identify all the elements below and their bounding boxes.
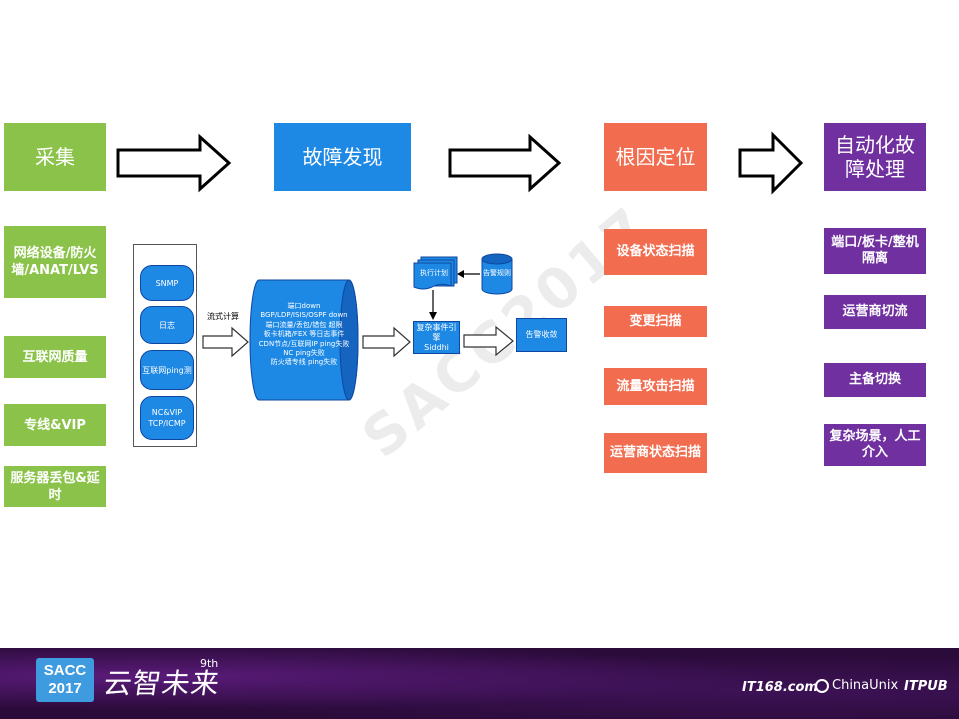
collect-item-network: 网络设备/防火墙/ANAT/LVS	[4, 226, 106, 298]
collect-item-server: 服务器丢包&延时	[4, 466, 106, 507]
converge-arrow-icon	[463, 325, 514, 357]
event-item: CDN节点/互联网IP ping失败	[258, 339, 350, 348]
event-cylinder	[249, 279, 359, 401]
arrow-collect-detect-icon	[116, 133, 232, 193]
event-item: 端口流量/丢包/错包 超限	[265, 320, 343, 329]
source-snmp: SNMP	[140, 265, 194, 301]
locate-item-attack: 流量攻击扫描	[604, 368, 707, 405]
stream-label: 流式计算	[207, 312, 239, 321]
arrow-detect-locate-icon	[448, 133, 562, 193]
stream-arrow-icon	[202, 326, 249, 358]
footer-banner	[0, 648, 959, 719]
collect-item-label: 互联网质量	[22, 349, 88, 365]
event-item: 板卡机箱/FEX 等日志事件	[263, 330, 345, 339]
source-log: 日志	[140, 306, 194, 344]
partner-chinaunix: ChinaUnix	[815, 678, 898, 693]
stage-collect-label: 采集	[35, 145, 75, 169]
collect-item-label: 专线&VIP	[24, 417, 86, 433]
arrow-locate-handle-icon	[738, 131, 804, 195]
stage-locate-label: 根因定位	[615, 145, 696, 169]
collect-item-label: 服务器丢包&延时	[10, 470, 100, 503]
event-item: BGP/LDP/ISIS/OSPF down	[260, 311, 348, 320]
connector-lines	[429, 270, 480, 320]
event-engine-label: 复杂事件引擎 Siddhi	[416, 322, 457, 352]
plan-docs-icon	[413, 256, 458, 290]
source-ping: 互联网ping测	[140, 350, 194, 390]
stage-locate: 根因定位	[604, 123, 707, 191]
plan-label: 执行计划	[420, 269, 448, 277]
stage-detect: 故障发现	[274, 123, 411, 191]
chinaunix-logo-icon	[815, 678, 829, 693]
sacc-logo: SACC 2017	[36, 658, 94, 702]
footer-edition: 9th	[200, 657, 219, 670]
alarm-converge-label: 告警收敛	[525, 330, 558, 339]
partner-it168: IT168.com	[742, 680, 818, 695]
event-item: 防火墙专线 ping失败	[270, 358, 338, 367]
locate-item-device: 设备状态扫描	[604, 229, 707, 275]
partner-itpub: ITPUB	[904, 679, 948, 694]
stage-handle: 自动化故 障处理	[824, 123, 926, 191]
alarm-converge: 告警收敛	[516, 318, 567, 352]
event-list: 端口down BGP/LDP/ISIS/OSPF down 端口流量/丢包/错包…	[258, 302, 350, 368]
locate-item-change: 变更扫描	[604, 306, 707, 337]
event-item: NC ping失败	[283, 349, 325, 358]
collect-item-line: 专线&VIP	[4, 404, 106, 446]
collect-item-label: 网络设备/防火墙/ANAT/LVS	[11, 246, 99, 278]
engine-arrow-icon	[362, 326, 411, 358]
handle-item-isolate: 端口/板卡/整机隔离	[824, 228, 926, 274]
handle-item-isp-switch: 运营商切流	[824, 295, 926, 329]
rules-db-icon	[481, 253, 513, 295]
event-engine: 复杂事件引擎 Siddhi	[413, 321, 460, 354]
collect-item-internet: 互联网质量	[4, 336, 106, 378]
stage-handle-label: 自动化故 障处理	[835, 133, 915, 181]
handle-item-manual: 复杂场景，人工介入	[824, 424, 926, 466]
handle-item-failover: 主备切换	[824, 363, 926, 397]
source-nc-vip: NC&VIP TCP/ICMP	[140, 396, 194, 440]
stage-collect: 采集	[4, 123, 106, 191]
locate-item-isp: 运营商状态扫描	[604, 433, 707, 473]
event-item: 端口down	[287, 302, 321, 310]
source-panel: SNMP 日志 互联网ping测 NC&VIP TCP/ICMP	[133, 244, 197, 447]
rules-label: 告警规则	[483, 269, 511, 277]
stage-detect-label: 故障发现	[302, 145, 383, 169]
